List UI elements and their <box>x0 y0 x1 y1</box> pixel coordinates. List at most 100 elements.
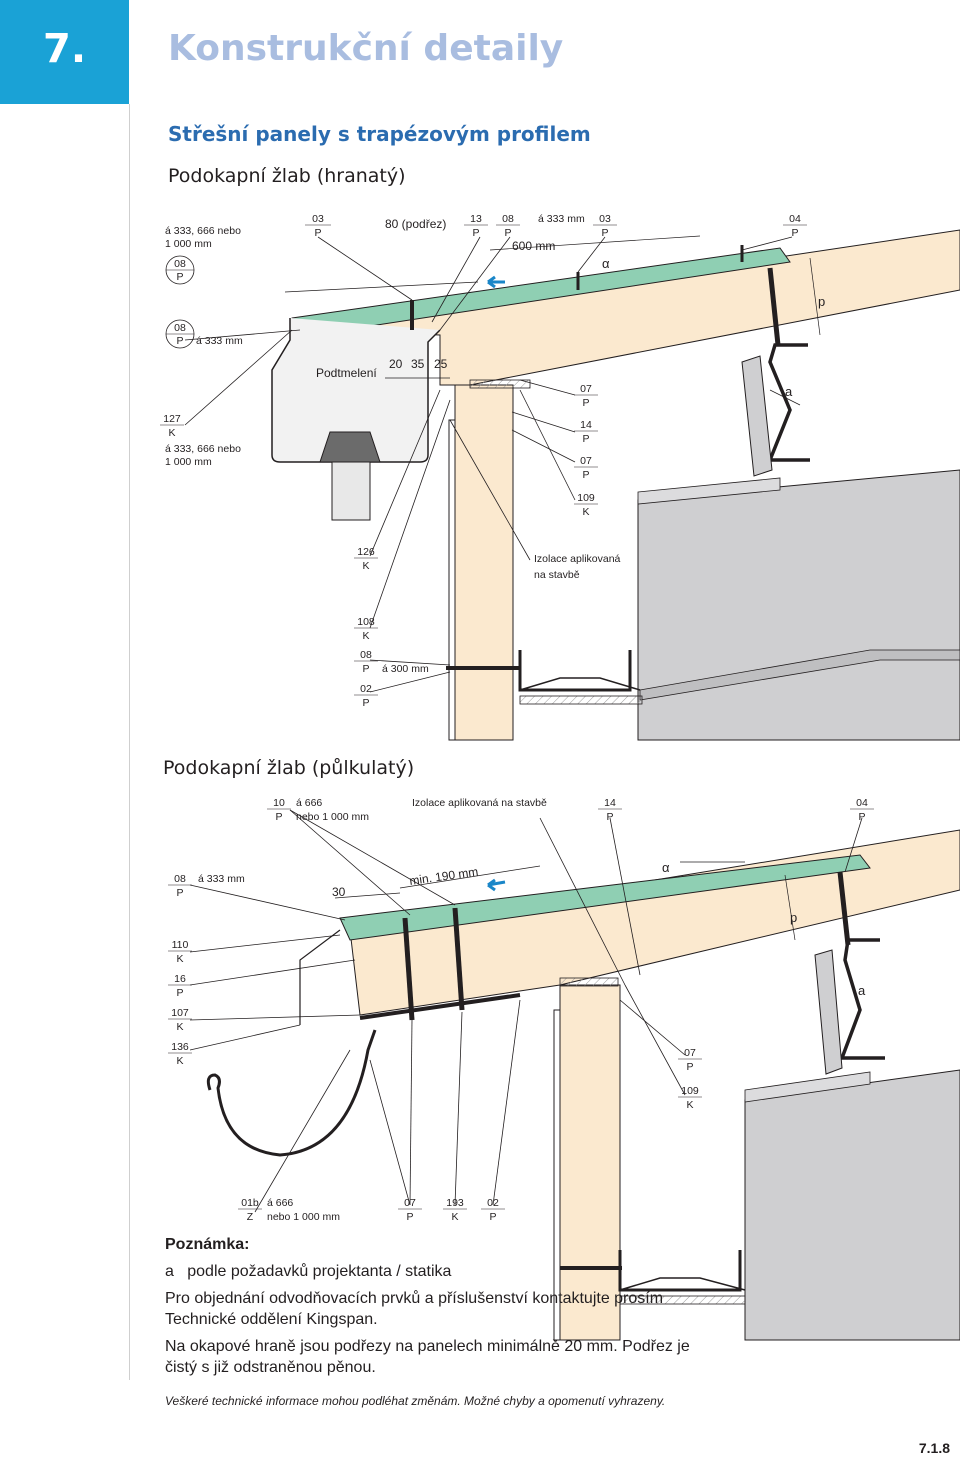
label-type: K <box>362 560 369 572</box>
label-number: 04 <box>789 213 801 225</box>
notes: Poznámka: a podle požadavků projektanta … <box>165 1234 725 1384</box>
label-number: 08 <box>174 258 186 270</box>
label-dimension: min. 190 mm <box>408 864 479 888</box>
note-a-marker: a <box>165 1263 174 1280</box>
label-type: P <box>791 227 798 239</box>
label-number: 136 <box>171 1041 189 1053</box>
label-insulation: Izolace aplikovaná na stavbě <box>412 797 547 809</box>
label-spacing: 1 000 mm <box>165 456 212 468</box>
label-number: 14 <box>580 419 592 431</box>
label-type: P <box>489 1211 496 1223</box>
column-flange <box>448 419 456 741</box>
label-type: K <box>451 1211 458 1223</box>
label-spacing: 1 000 mm <box>165 238 212 250</box>
label-number: 109 <box>577 492 595 504</box>
label-dimension: 25 <box>434 357 448 371</box>
fastener <box>767 267 781 346</box>
purlin-web <box>814 949 843 1075</box>
notes-heading: Poznámka: <box>165 1236 250 1253</box>
flow-arrow-icon <box>487 878 506 892</box>
label-type: P <box>686 1061 693 1073</box>
fastener <box>452 907 465 1011</box>
page-subtitle: Střešní panely s trapézovým profilem <box>168 122 591 146</box>
label-type: P <box>601 227 608 239</box>
label-type: K <box>168 427 175 439</box>
label-sealing: Podtmelení <box>316 366 377 380</box>
drip-flashing <box>299 929 341 1025</box>
chapter-title: Konstrukční detaily <box>168 28 564 69</box>
wall-panel <box>744 1069 960 1341</box>
label-type: K <box>686 1099 693 1111</box>
label-spacing: á 300 mm <box>382 663 429 675</box>
label-type: P <box>858 811 865 823</box>
label-spacing: á 333 mm <box>196 335 243 347</box>
label-type: P <box>176 271 183 283</box>
dimension-line <box>489 235 701 251</box>
detail-square-gutter: á 333, 666 nebo 1 000 mm 08 P 03 P 80 (p… <box>160 213 960 741</box>
fastener <box>402 917 415 1021</box>
note-a-text: podle požadavků projektanta / statika <box>187 1263 452 1280</box>
label-number: 08 <box>360 649 372 661</box>
label-number: 07 <box>684 1047 696 1059</box>
label-type: P <box>275 811 282 823</box>
label-type: P <box>362 697 369 709</box>
purlin-web <box>741 355 773 477</box>
label-number: 04 <box>856 797 868 809</box>
label-purlin-depth: a <box>858 983 866 998</box>
wall-panel <box>637 469 960 741</box>
label-spacing: á 666 <box>296 797 322 809</box>
chapter-box: 7. <box>0 0 129 104</box>
label-type: P <box>582 469 589 481</box>
label-type: P <box>472 227 479 239</box>
label-dimension: 35 <box>411 357 425 371</box>
leader-lines <box>184 236 793 693</box>
label-spacing: á 333 mm <box>198 873 245 885</box>
dimension-line <box>769 389 801 406</box>
label-number: 07 <box>580 455 592 467</box>
eave-flashing <box>619 1277 746 1291</box>
disclaimer: Veškeré technické informace mohou podléh… <box>165 1394 666 1408</box>
label-type: P <box>362 663 369 675</box>
label-type: P <box>504 227 511 239</box>
label-number: 14 <box>604 797 616 809</box>
label-type: Z <box>247 1211 254 1223</box>
eave-sill <box>619 1295 746 1305</box>
label-number: 16 <box>174 973 186 985</box>
downpipe-outlet <box>319 431 381 463</box>
flow-arrow-icon <box>487 275 505 289</box>
section-title-square-gutter: Podokapní žlab (hranatý) <box>168 165 406 187</box>
dimension-line <box>334 892 401 899</box>
label-type: K <box>582 506 589 518</box>
purlin-profile <box>767 343 810 462</box>
label-insulation: na stavbě <box>534 569 580 581</box>
label-thickness: p <box>818 294 825 309</box>
insulation-strip <box>469 379 531 389</box>
label-number: 08 <box>502 213 514 225</box>
label-undercut: 80 (podřez) <box>385 217 446 231</box>
label-number: 08 <box>174 873 186 885</box>
column-flange <box>553 1009 561 1341</box>
column <box>559 984 621 1341</box>
square-gutter <box>271 318 441 463</box>
note-edge: Na okapové hraně jsou podřezy na panelec… <box>165 1338 690 1376</box>
chapter-number: 7. <box>42 26 87 72</box>
label-type: P <box>176 987 183 999</box>
section-title-round-gutter: Podokapní žlab (půlkulatý) <box>163 757 415 779</box>
note-a: a podle požadavků projektanta / statika <box>165 1261 725 1282</box>
label-type: K <box>176 1055 183 1067</box>
insulation-strip <box>559 977 619 987</box>
eave-flashing <box>519 677 641 691</box>
label-type: P <box>406 1211 413 1223</box>
leader-lines <box>189 809 863 1213</box>
label-type: P <box>314 227 321 239</box>
label-number: 13 <box>470 213 482 225</box>
label-insulation: Izolace aplikovaná <box>534 553 621 565</box>
label-number: 02 <box>487 1197 499 1209</box>
fastener <box>837 871 851 946</box>
detail-round-gutter: 10 P á 666 nebo 1 000 mm Izolace aplikov… <box>168 797 960 1341</box>
eave-sill <box>519 695 643 705</box>
label-type: P <box>582 433 589 445</box>
label-type: K <box>176 953 183 965</box>
label-spacing: nebo 1 000 mm <box>296 811 369 823</box>
